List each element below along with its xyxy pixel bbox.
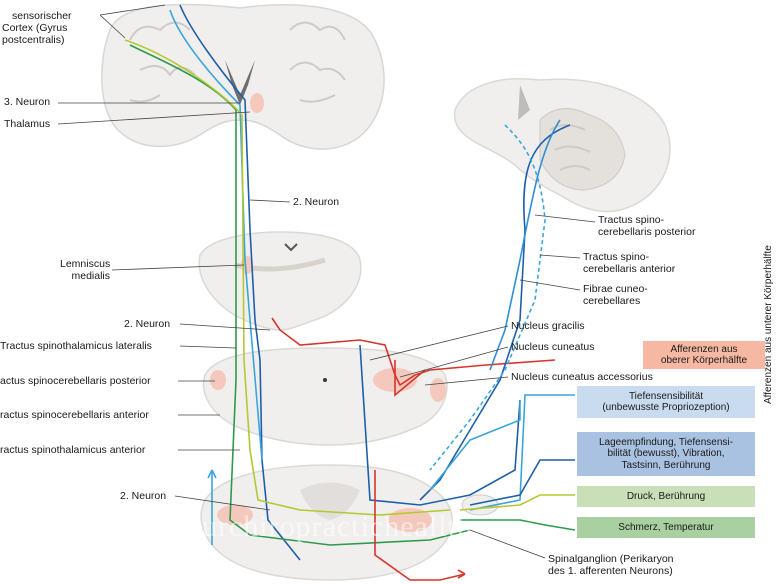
label-neuron2-low: 2. Neuron (120, 490, 167, 502)
label-neuron2-mid: 2. Neuron (124, 318, 171, 330)
label-tsca-right-line1: Tractus spino- (583, 251, 650, 263)
label-nucleus-gracilis: Nucleus gracilis (511, 320, 585, 332)
label-neuron3: 3. Neuron (4, 96, 51, 108)
box-tiefen-line1: Tiefensensibilität (628, 390, 704, 402)
label-cortex-line3: postcentralis) (2, 34, 65, 46)
label-nucleus-cuneatus: Nucleus cuneatus (511, 341, 595, 353)
label-tractus-spinocerebellaris-posterior: actus spinocerebellaris posterior (0, 375, 151, 387)
box-tiefensensibilitaet: Tiefensensibilität (unbewusste Proprioze… (577, 386, 755, 418)
side-label-afferenzen-unten: Afferenzen aus unterer Körperhälfte (763, 245, 774, 404)
label-fibrae-line2: cerebellares (583, 295, 641, 307)
box-afferenzen-oben-line1: Afferenzen aus (670, 343, 738, 355)
brain-section (101, 3, 385, 150)
label-tractus-spinocerebellaris-anterior: ractus spinocerebellaris anterior (0, 409, 149, 421)
box-afferenzen-oben-line2: oberer Körperhälfte (660, 355, 748, 366)
pathway-lines (124, 4, 576, 581)
label-tscp-right-line1: Tractus spino- (598, 214, 665, 226)
box-druck: Druck, Berührung (577, 486, 755, 507)
label-tractus-spinothalamicus-anterior: ractus spinothalamicus anterior (0, 444, 146, 456)
box-lageempfindung: Lageempfindung, Tiefensensi- bilität (be… (577, 432, 755, 476)
label-spinalganglion-line2: des 1. afferenten Neurons) (548, 565, 673, 577)
label-lemniscus-line1: Lemniscus (60, 258, 111, 270)
label-thalamus: Thalamus (4, 118, 51, 130)
label-tractus-spinothalamicus-lateralis: Tractus spinothalamicus lateralis (0, 340, 152, 352)
label-cortex-line1: sensorischer (12, 10, 72, 22)
box-schmerz: Schmerz, Temperatur (577, 517, 755, 538)
box-schmerz-label: Schmerz, Temperatur (618, 521, 714, 533)
box-tiefen-line2: (unbewusste Propriozeption) (602, 402, 730, 413)
box-druck-label: Druck, Berührung (626, 490, 706, 502)
label-cortex-line2: Cortex (Gyrus (2, 22, 68, 34)
box-lage-line2: bilität (bewusst), Vibration, (607, 448, 725, 460)
midbrain-section (198, 231, 362, 331)
box-lage-line3: Tastsinn, Berührung (621, 459, 711, 471)
box-lage-line1: Lageempfindung, Tiefensensi- (599, 436, 733, 448)
label-nucleus-cuneatus-accessorius: Nucleus cuneatus accessorius (511, 371, 653, 383)
label-neuron2-top: 2. Neuron (293, 196, 340, 208)
medulla-section (202, 347, 448, 446)
label-fibrae-line1: Fibrae cuneo- (583, 283, 648, 295)
leader-lines (57, 4, 596, 559)
label-lemniscus-line2: medialis (71, 270, 110, 282)
label-tsca-right-line2: cerebellaris anterior (583, 263, 676, 275)
cerebellum-section (453, 78, 671, 213)
box-afferenzen-oben: Afferenzen aus oberer Körperhälfte (643, 341, 765, 369)
watermark: yourchiropracticheallth.com (170, 510, 537, 543)
label-tscp-right-line2: cerebellaris posterior (598, 226, 696, 238)
label-spinalganglion-line1: Spinalganglion (Perikaryon (548, 553, 674, 565)
